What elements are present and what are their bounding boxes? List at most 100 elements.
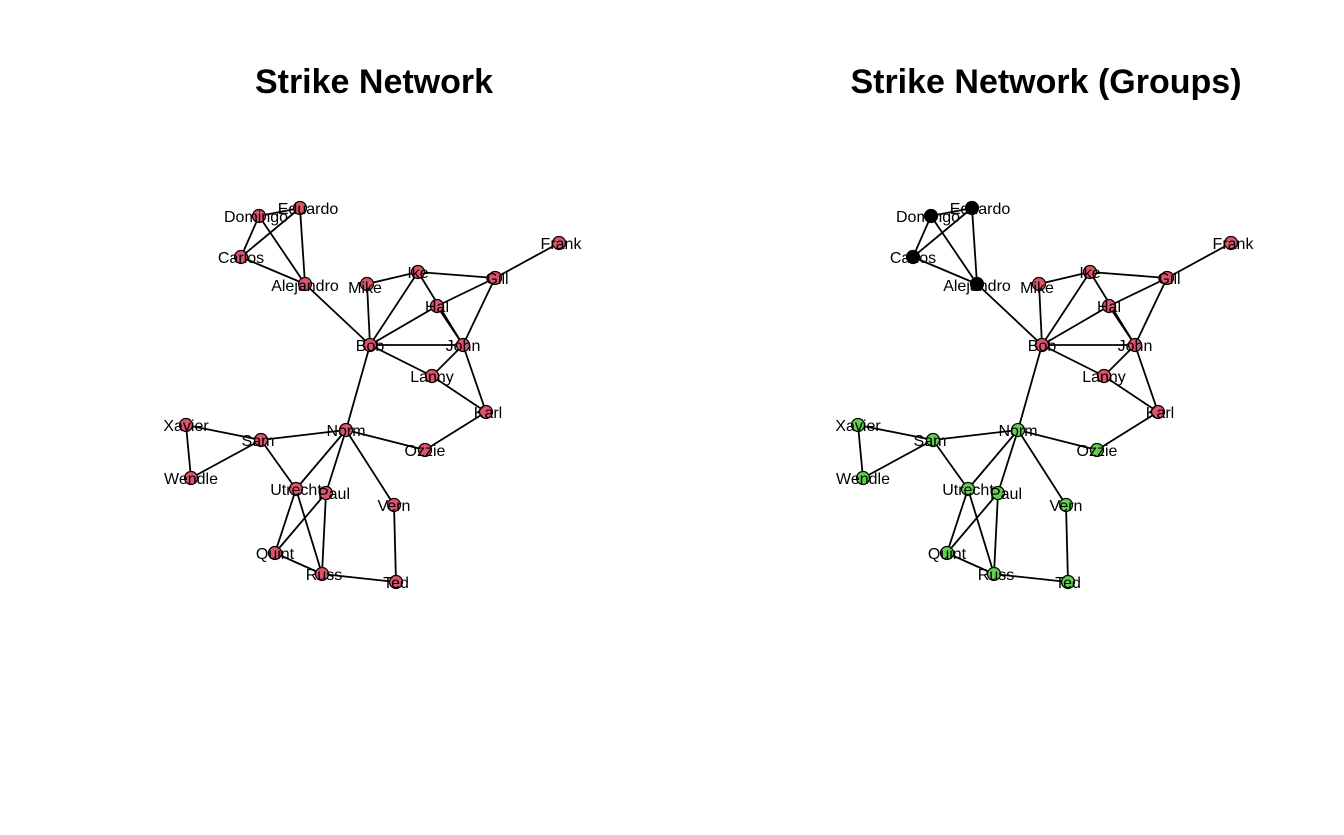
edge-left-john-karl	[462, 344, 487, 413]
node-label-right-norm: Norm	[998, 423, 1037, 440]
node-left-eduardo	[292, 200, 308, 216]
edge-left-norm-sam	[260, 429, 347, 441]
edge-left-carlos-eduardo	[240, 207, 301, 258]
edge-left-bob-norm	[345, 344, 371, 431]
node-right-sam	[925, 432, 941, 448]
edge-left-sam-wendle	[190, 439, 262, 479]
edge-right-ted-vern	[1065, 504, 1069, 583]
node-label-right-bob: Bob	[1028, 338, 1057, 355]
edge-left-norm-ozzie	[345, 429, 426, 451]
edge-left-alejandro-eduardo	[299, 207, 306, 285]
edge-right-norm-vern	[1017, 429, 1067, 506]
node-label-right-john: John	[1118, 338, 1153, 355]
edge-right-utrecht-russ	[967, 488, 995, 575]
node-right-john	[1127, 337, 1143, 353]
node-right-domingo	[923, 208, 939, 224]
node-right-carlos	[905, 249, 921, 265]
node-right-wendle	[855, 470, 871, 486]
node-left-domingo	[251, 208, 267, 224]
edge-right-john-karl	[1134, 344, 1159, 413]
node-label-left-gill: Gill	[485, 271, 508, 288]
node-left-sam	[253, 432, 269, 448]
node-label-right-lanny: Lanny	[1082, 369, 1126, 386]
edge-left-mike-ike	[366, 271, 419, 285]
node-label-right-quint: Quint	[928, 546, 967, 563]
edge-left-lanny-karl	[431, 375, 487, 413]
node-label-right-sam: Sam	[914, 433, 947, 450]
edge-right-russ-ted	[993, 573, 1069, 583]
edge-right-hal-john	[1108, 305, 1136, 346]
node-right-vern	[1058, 497, 1074, 513]
edge-left-utrecht-russ	[295, 488, 323, 575]
edge-right-gill-hal	[1108, 277, 1168, 307]
node-label-right-xavier: Xavier	[835, 418, 881, 435]
node-label-right-wendle: Wendle	[836, 471, 890, 488]
edge-right-lanny-karl	[1103, 375, 1159, 413]
node-label-left-carlos: Carlos	[218, 250, 264, 267]
node-label-right-karl: Karl	[1146, 405, 1174, 422]
node-left-mike	[359, 276, 375, 292]
edge-left-bob-lanny	[369, 344, 433, 377]
panel-title-left: Strike Network	[255, 63, 493, 101]
edge-right-gill-john	[1134, 277, 1168, 346]
edge-right-bob-mike	[1038, 283, 1043, 346]
edge-right-mike-ike	[1038, 271, 1091, 285]
node-left-utrecht	[288, 481, 304, 497]
edge-left-carlos-domingo	[240, 215, 260, 258]
edge-right-sam-wendle	[862, 439, 934, 479]
edge-left-xavier-wendle	[185, 424, 192, 479]
edge-left-norm-utrecht	[295, 429, 347, 490]
node-left-john	[455, 337, 471, 353]
node-label-right-alejandro: Alejandro	[943, 278, 1011, 295]
edge-right-quint-russ	[946, 552, 995, 575]
node-label-right-mike: Mike	[1020, 280, 1054, 297]
node-label-left-paul: Paul	[318, 486, 350, 503]
node-left-carlos	[233, 249, 249, 265]
node-label-left-wendle: Wendle	[164, 471, 218, 488]
node-right-paul	[990, 485, 1006, 501]
node-right-gill	[1159, 270, 1175, 286]
edge-left-alejandro-domingo	[258, 215, 306, 285]
node-right-norm	[1010, 422, 1026, 438]
node-label-left-vern: Vern	[378, 498, 411, 515]
edge-left-norm-vern	[345, 429, 395, 506]
node-left-russ	[314, 566, 330, 582]
node-label-left-mike: Mike	[348, 280, 382, 297]
edge-left-gill-frank	[494, 242, 560, 279]
node-left-ike	[410, 264, 426, 280]
edge-left-bob-ike	[369, 271, 419, 346]
edge-right-karl-ozzie	[1096, 411, 1159, 451]
edge-right-sam-xavier	[857, 424, 934, 441]
edge-left-hal-john	[436, 305, 464, 346]
edge-right-alejandro-bob	[976, 283, 1043, 346]
node-label-right-carlos: Carlos	[890, 250, 936, 267]
panel-title-right: Strike Network (Groups)	[850, 63, 1241, 101]
node-label-left-ozzie: Ozzie	[405, 443, 446, 460]
edge-right-bob-ike	[1041, 271, 1091, 346]
node-label-left-john: John	[446, 338, 481, 355]
edge-right-sam-utrecht	[932, 439, 969, 490]
node-label-right-vern: Vern	[1050, 498, 1083, 515]
node-label-left-domingo: Domingo	[224, 209, 288, 226]
node-left-wendle	[183, 470, 199, 486]
edge-right-norm-utrecht	[967, 429, 1019, 490]
edge-right-norm-paul	[997, 429, 1019, 494]
node-left-lanny	[424, 368, 440, 384]
edge-left-alejandro-bob	[304, 283, 371, 346]
node-right-ozzie	[1089, 442, 1105, 458]
node-label-right-russ: Russ	[978, 567, 1014, 584]
node-label-right-ozzie: Ozzie	[1077, 443, 1118, 460]
edge-left-gill-hal	[436, 277, 496, 307]
node-label-right-paul: Paul	[990, 486, 1022, 503]
node-right-lanny	[1096, 368, 1112, 384]
node-label-right-utrecht: Utrecht	[942, 482, 994, 499]
edge-left-bob-hal	[369, 305, 438, 346]
node-right-karl	[1150, 404, 1166, 420]
node-label-right-frank: Frank	[1213, 236, 1255, 253]
node-right-alejandro	[969, 276, 985, 292]
edge-right-bob-hal	[1041, 305, 1110, 346]
network-panel-right: AlejandroBobCarlosDomingoEduardoFrankGil…	[835, 200, 1255, 592]
